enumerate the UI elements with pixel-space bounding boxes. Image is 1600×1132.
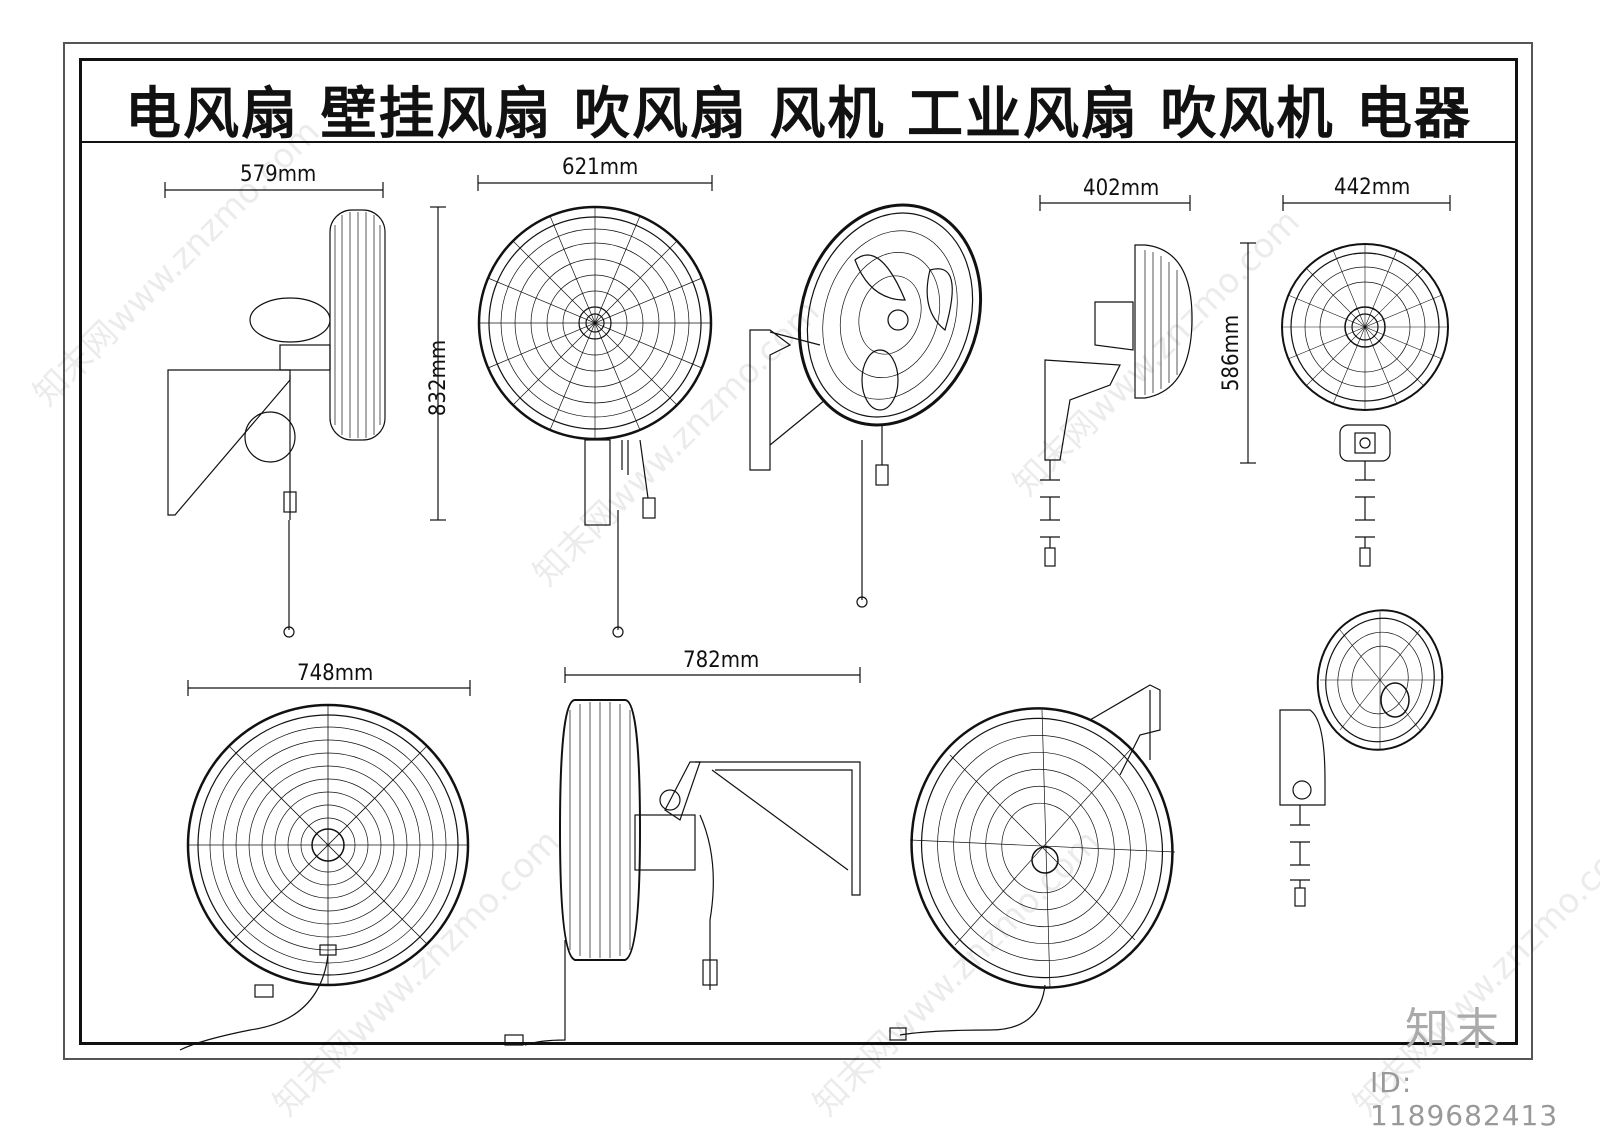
- drawing-sheet: [79, 58, 1518, 1045]
- dim-label-402: 402mm: [1083, 176, 1159, 201]
- title-band: 电风扇 壁挂风扇 吹风扇 风机 工业风扇 吹风机 电器: [82, 61, 1515, 147]
- outer-frame: [63, 42, 1533, 1060]
- fan-perspective-view-8: [889, 684, 1176, 1041]
- dim-label-832: 832mm: [426, 340, 451, 416]
- dim-label-621: 621mm: [562, 155, 638, 180]
- fan-front-view-6: [179, 680, 471, 1051]
- image-id: ID: 1189682413: [1370, 1066, 1559, 1132]
- dim-label-782: 782mm: [683, 648, 759, 673]
- brand-logo-text: 知末: [1405, 1004, 1505, 1055]
- dim-label-579: 579mm: [240, 162, 316, 187]
- fan-perspective-view-3: [749, 203, 983, 608]
- fan-perspective-view-9: [1279, 609, 1444, 907]
- fan-side-view-4: [1039, 195, 1193, 567]
- fan-side-view-7: [504, 667, 861, 1046]
- dim-line-vertical-5: [1240, 242, 1256, 464]
- fan-front-view-5: [1281, 195, 1451, 567]
- fan-front-view-2: [477, 175, 713, 638]
- dim-label-586: 586mm: [1219, 315, 1244, 391]
- dim-label-442: 442mm: [1334, 175, 1410, 200]
- fan-side-view-1: [164, 182, 386, 638]
- dim-line-vertical-1: [430, 206, 446, 521]
- dim-label-748: 748mm: [297, 661, 373, 686]
- page-title: 电风扇 壁挂风扇 吹风扇 风机 工业风扇 吹风机 电器: [125, 82, 1472, 147]
